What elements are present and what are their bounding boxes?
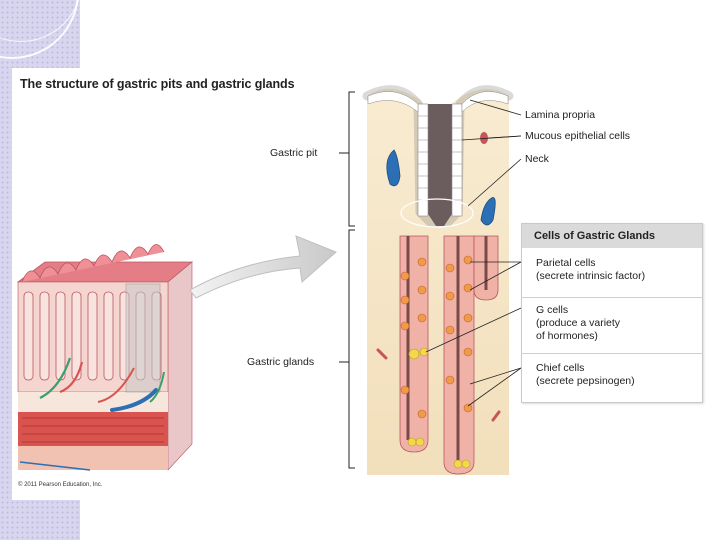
chief-cells-desc: (secrete pepsinogen) bbox=[536, 375, 635, 387]
g-cells-desc-line2: of hormones) bbox=[536, 330, 598, 342]
parietal-cells bbox=[400, 255, 473, 419]
bracket-lines bbox=[339, 91, 355, 469]
neck-label: Neck bbox=[525, 153, 549, 165]
gastric-pit-detail bbox=[362, 77, 514, 475]
figure-title: The structure of gastric pits and gastri… bbox=[20, 77, 295, 91]
parietal-cells-row: Parietal cells (secrete intrinsic factor… bbox=[522, 249, 702, 297]
zoom-arrow bbox=[189, 235, 337, 299]
cells-of-gastric-glands-box: Cells of Gastric Glands Parietal cells (… bbox=[521, 223, 703, 403]
gastric-glands-label: Gastric glands bbox=[247, 356, 315, 368]
leader-lines bbox=[425, 99, 522, 407]
cells-box-title: Cells of Gastric Glands bbox=[522, 224, 702, 248]
stomach-wall-block bbox=[16, 244, 194, 471]
chief-cells-row: Chief cells (secrete pepsinogen) bbox=[522, 353, 702, 402]
g-cells bbox=[407, 347, 471, 469]
parietal-cells-desc: (secrete intrinsic factor) bbox=[536, 270, 646, 282]
g-cells-desc-line1: (produce a variety bbox=[536, 317, 621, 329]
copyright-notice: © 2011 Pearson Education, Inc. bbox=[18, 482, 103, 488]
lamina-propria-label: Lamina propria bbox=[525, 109, 596, 121]
parietal-cells-name: Parietal cells bbox=[536, 257, 596, 269]
g-cells-row: G cells (produce a variety of hormones) bbox=[522, 297, 702, 354]
chief-cells-name: Chief cells bbox=[536, 362, 585, 374]
g-cells-name: G cells bbox=[536, 304, 569, 316]
mucous-epithelial-cells-label: Mucous epithelial cells bbox=[525, 130, 631, 142]
slide-decoration-arcs bbox=[0, 0, 80, 60]
gastric-pit-label: Gastric pit bbox=[270, 147, 318, 159]
